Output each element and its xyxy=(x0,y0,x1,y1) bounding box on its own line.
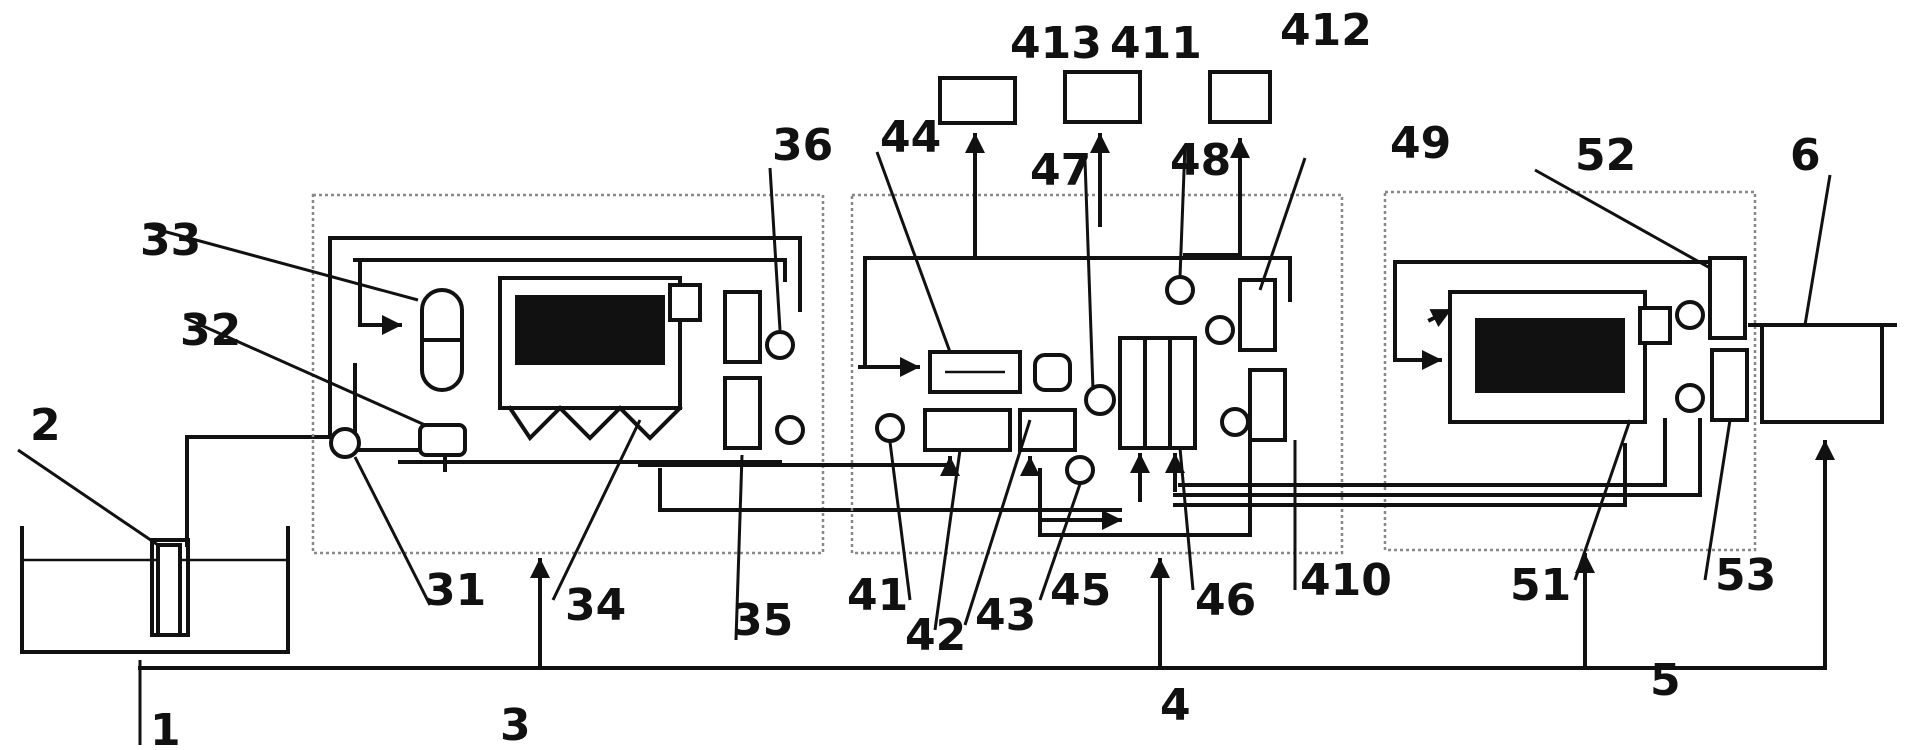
label-5: 5 xyxy=(1650,655,1681,706)
label-41: 41 xyxy=(847,570,908,621)
label-413: 413 xyxy=(1010,18,1102,69)
label-412: 412 xyxy=(1280,5,1372,56)
label-45: 45 xyxy=(1050,565,1111,616)
return-line xyxy=(138,440,1835,670)
unit-3 xyxy=(311,193,1122,555)
label-53: 53 xyxy=(1715,550,1776,601)
label-46: 46 xyxy=(1195,575,1256,626)
label-42: 42 xyxy=(905,610,966,661)
box-411 xyxy=(1063,70,1142,124)
tank-6 xyxy=(1748,323,1897,424)
label-35: 35 xyxy=(732,595,793,646)
label-33: 33 xyxy=(140,215,201,266)
unit-5 xyxy=(1173,190,1757,552)
label-49: 49 xyxy=(1390,118,1451,169)
label-3: 3 xyxy=(500,700,531,750)
label-6: 6 xyxy=(1790,130,1821,181)
label-51: 51 xyxy=(1510,560,1571,611)
callout-labels: 2 1 3 33 32 31 34 35 36 44 413 411 412 4… xyxy=(30,5,1821,750)
label-44: 44 xyxy=(880,112,941,163)
label-4: 4 xyxy=(1160,680,1191,731)
box-413 xyxy=(938,76,1017,125)
leader-lines xyxy=(17,144,1832,745)
label-32: 32 xyxy=(180,305,241,356)
feed-pipe xyxy=(185,435,332,547)
unit-4 xyxy=(638,133,1344,555)
label-36: 36 xyxy=(772,120,833,171)
label-43: 43 xyxy=(975,590,1036,641)
label-31: 31 xyxy=(425,565,486,616)
box-412 xyxy=(1208,70,1272,124)
label-2: 2 xyxy=(30,400,61,451)
label-411: 411 xyxy=(1110,18,1202,69)
tank-1 xyxy=(20,526,290,654)
label-48: 48 xyxy=(1170,135,1231,186)
label-52: 52 xyxy=(1575,130,1636,181)
label-34: 34 xyxy=(565,580,626,631)
label-1: 1 xyxy=(150,705,181,750)
label-410: 410 xyxy=(1300,555,1392,606)
label-47: 47 xyxy=(1030,145,1091,196)
